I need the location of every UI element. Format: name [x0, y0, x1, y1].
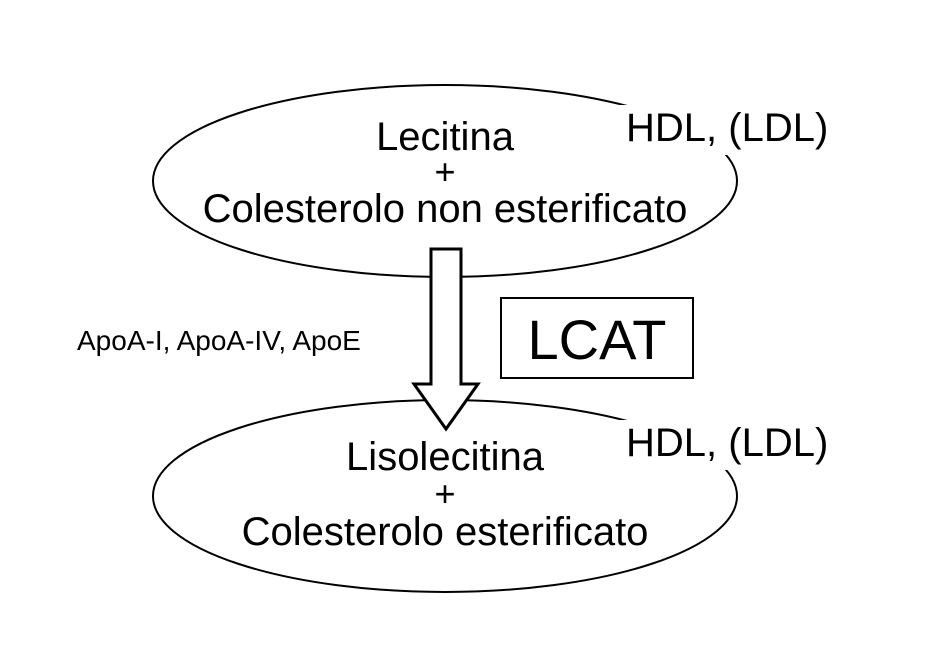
substrate-lecitina: Lecitina [376, 115, 514, 159]
product-plus: + [434, 473, 456, 514]
bottom-lipoprotein-label: HDL, (LDL) [626, 421, 829, 465]
reaction-arrow [411, 247, 481, 432]
activators-label: ApoA-I, ApoA-IV, ApoE [77, 325, 361, 356]
substrate-cholesterol: Colesterolo non esterificato [202, 187, 688, 231]
product-lisolecitina: Lisolecitina [346, 435, 544, 479]
enzyme-label: LCAT [527, 308, 667, 371]
substrate-plus: + [434, 151, 456, 192]
top-lipoprotein-label: HDL, (LDL) [626, 106, 829, 150]
product-cholesterol: Colesterolo esterificato [241, 510, 649, 554]
top-lipoprotein-mask [610, 105, 840, 155]
bottom-lipoprotein-mask [610, 420, 840, 470]
enzyme-box: LCAT [500, 297, 694, 379]
